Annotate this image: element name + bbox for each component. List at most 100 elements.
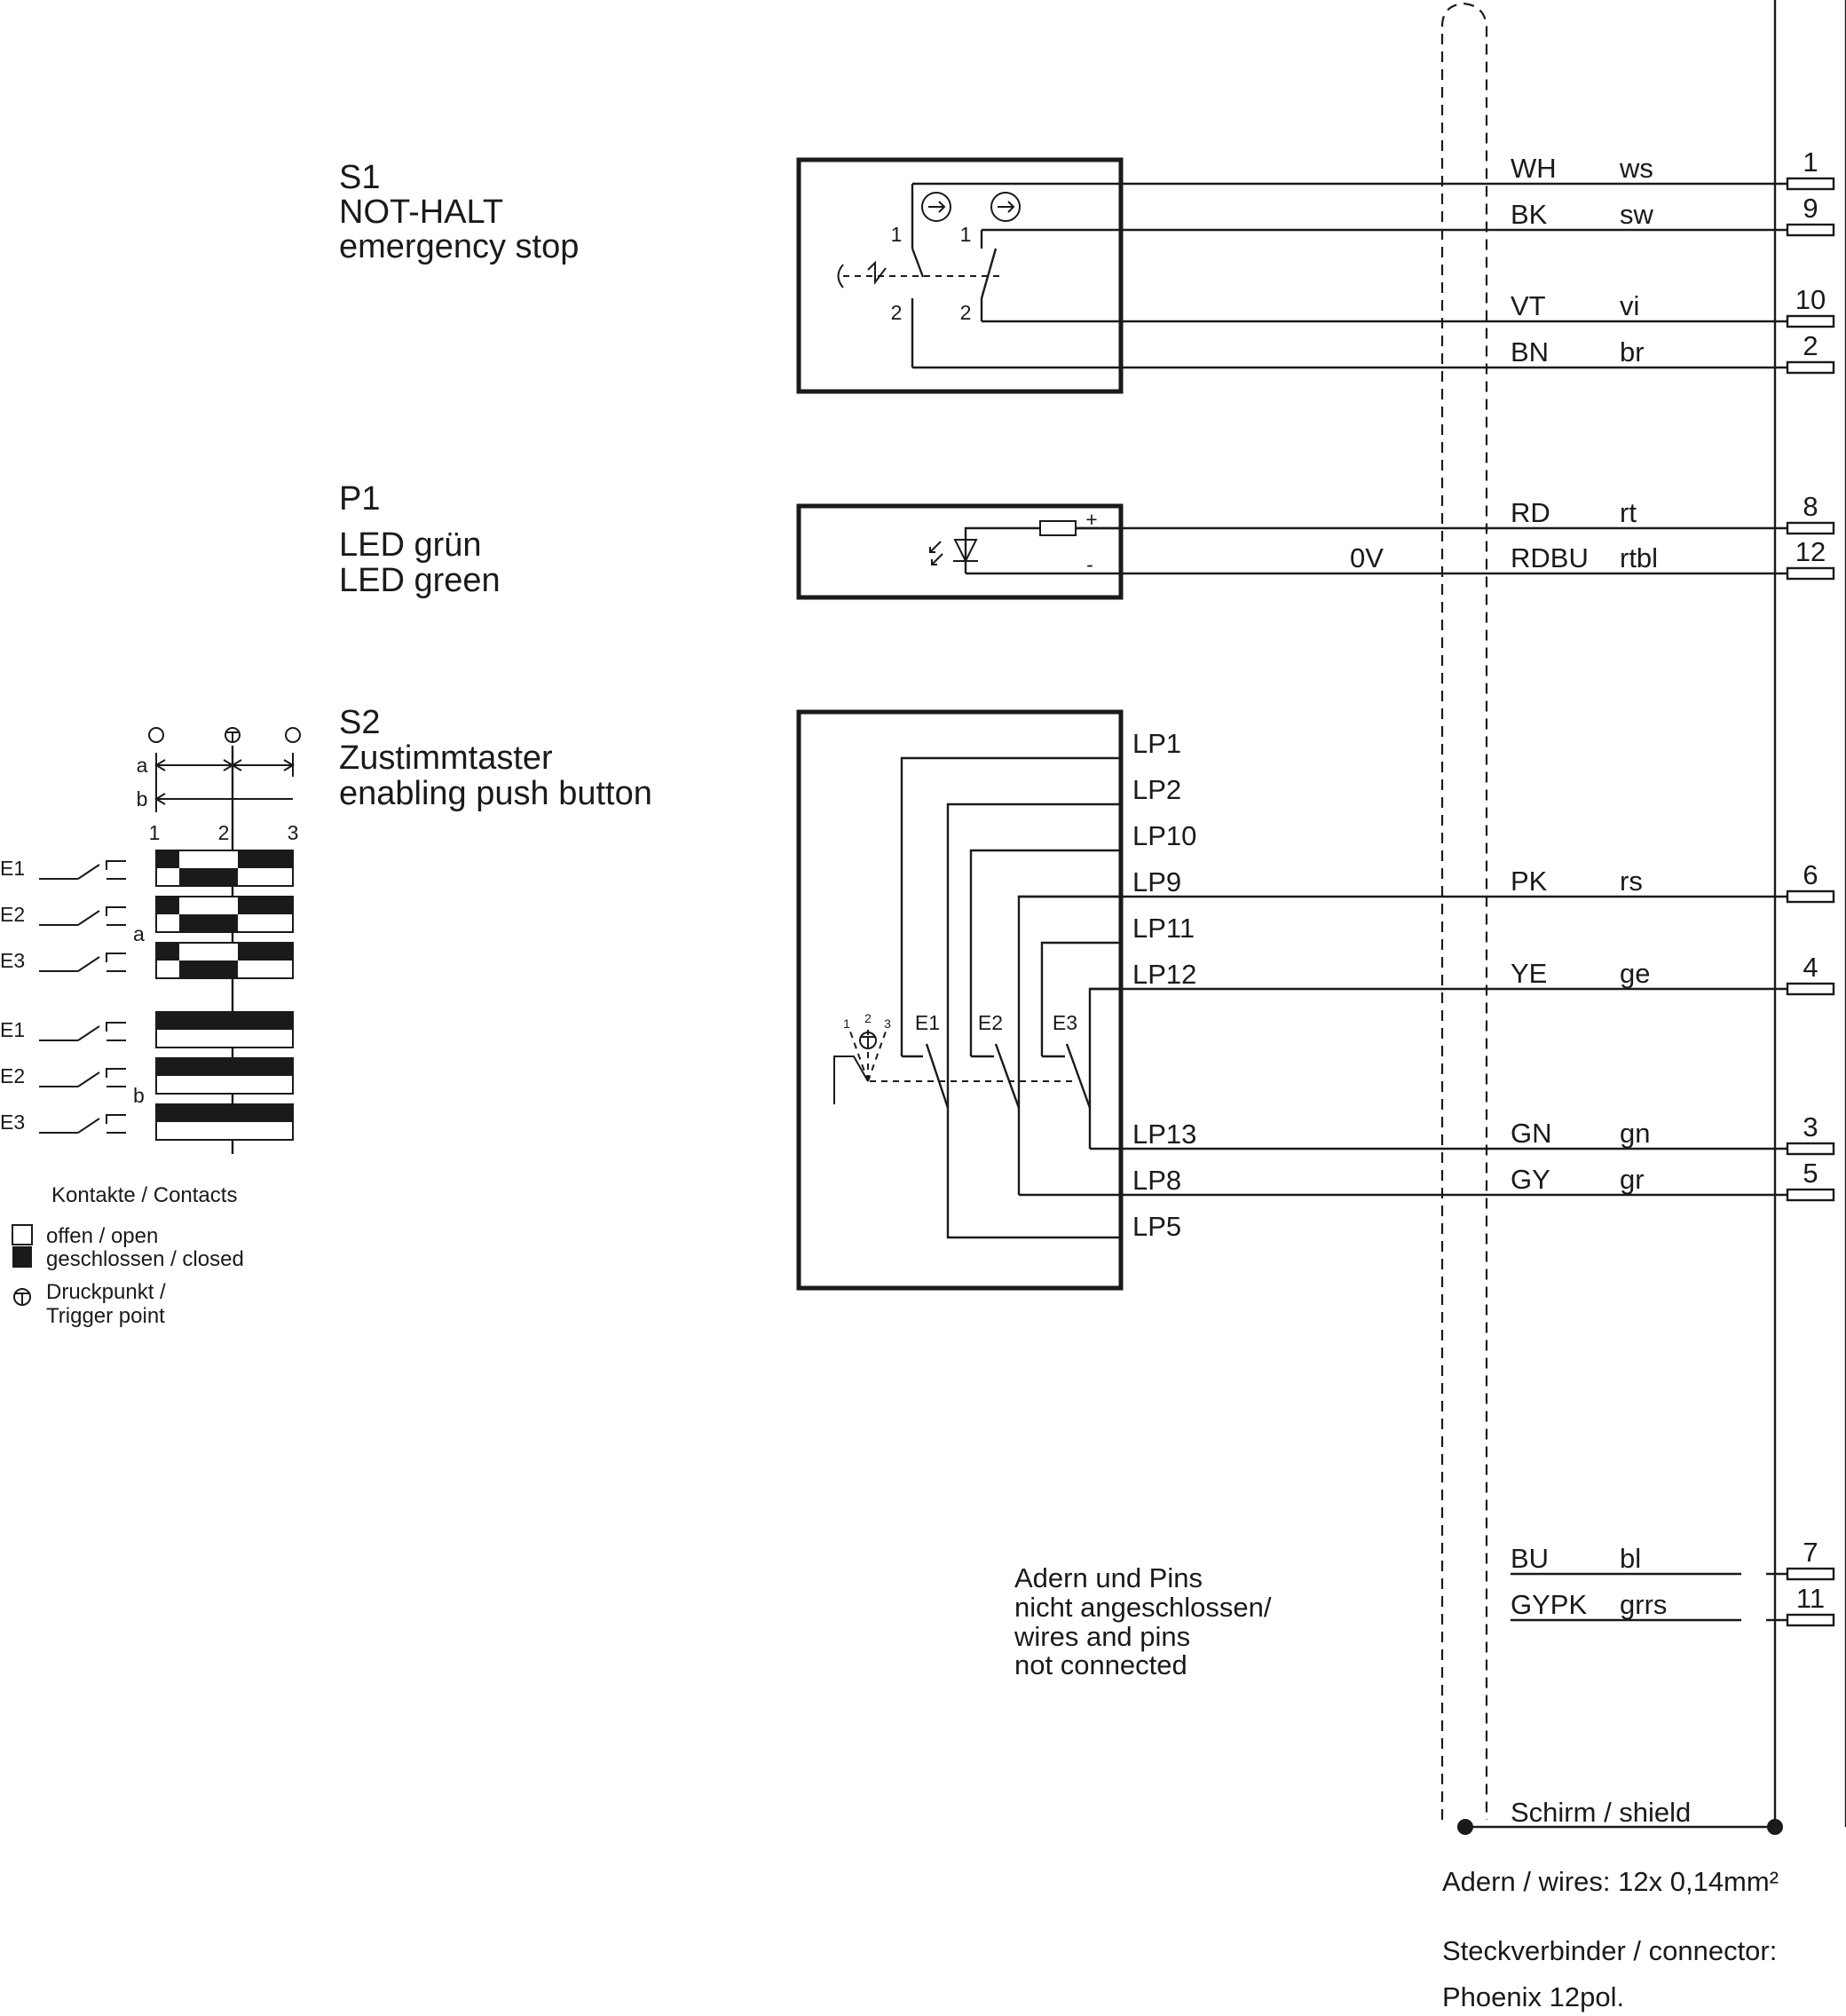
svg-text:S2: S2 [339,704,380,741]
connector-bar [1773,0,1846,1827]
lp-label: LP1 [1132,728,1181,759]
cable-shield [1440,2,1783,1835]
p1-title: P1 LED grün LED green [339,480,501,599]
svg-text:2: 2 [960,301,972,324]
row-label: E2 [0,1064,25,1087]
wire-de: bl [1620,1543,1641,1574]
svg-text:Zustimmtaster: Zustimmtaster [339,739,553,777]
row-label: E3 [0,949,25,972]
wire-code: RDBU [1511,542,1589,573]
s1-box: 1 1 2 2 [796,157,1124,394]
wire-code: BK [1511,199,1548,230]
group-label: b [133,1084,145,1107]
wire-code: GYPK [1511,1589,1587,1620]
wires-spec: Adern / wires: 12x 0,14mm² [1442,1866,1779,1897]
svg-text:LED grün: LED grün [339,526,482,564]
lp-label: LP5 [1132,1211,1181,1242]
pin-number: 9 [1803,193,1818,224]
wire-code: WH [1511,153,1557,184]
wire-code: BN [1511,336,1549,368]
wire-de: br [1620,336,1645,368]
svg-text:not connected: not connected [1014,1649,1187,1680]
pin-number: 3 [1803,1111,1818,1142]
wire-de: rtbl [1620,542,1658,573]
wire-code: GY [1511,1164,1550,1195]
wire-code: PK [1511,866,1548,897]
svg-text:2: 2 [218,821,230,844]
p1-box: + - [796,503,1124,600]
wire-de: ws [1619,153,1653,184]
pin-number: 12 [1795,536,1826,567]
pin-number: 6 [1803,859,1818,890]
pin-number: 4 [1803,952,1818,983]
svg-text:LED green: LED green [339,562,501,599]
pin-number: 5 [1803,1158,1818,1189]
s2-title: S2 Zustimmtaster enabling push button [339,704,652,812]
wire-code: RD [1511,497,1550,528]
wire-code: VT [1511,290,1546,321]
svg-text:1: 1 [149,821,161,844]
wire-labels: WH ws 1 BK sw 9 VT vi 10 BN br 2 RD rt 8… [1511,146,1826,1620]
group-label: a [133,922,145,945]
wire-code: GN [1511,1118,1552,1149]
svg-text:emergency stop: emergency stop [339,228,579,265]
pin-number: 2 [1803,330,1818,361]
resistor-icon [1039,520,1077,536]
latch-icon [867,260,887,285]
svg-text:offen / open: offen / open [46,1224,158,1248]
lp-label: LP11 [1132,913,1195,944]
switch-label: E3 [1053,1011,1077,1034]
wire-runs [912,182,1787,1622]
row-label: E1 [0,857,25,880]
closed-swatch [12,1246,32,1268]
svg-text:S1: S1 [339,159,380,196]
svg-text:a: a [137,754,148,777]
connector-pins [1786,177,1835,1627]
trigger-point-icon [13,1288,31,1306]
contact-table: a b 1 2 3 [0,727,301,1207]
wire-de: grrs [1620,1589,1667,1620]
pin-number: 1 [1803,146,1818,178]
wire-de: sw [1620,199,1654,230]
wire-de: rt [1620,497,1637,528]
svg-text:3: 3 [884,1016,891,1031]
row-label: E1 [0,1018,25,1041]
direct-opening-icon [990,192,1021,222]
switch-label: E2 [978,1011,1003,1034]
wire-de: gr [1620,1164,1645,1195]
table-caption: Kontakte / Contacts [51,1183,237,1207]
pin-number: 7 [1803,1537,1818,1568]
legend: offen / open geschlossen / closed Druckp… [12,1224,244,1328]
wire-de: rs [1620,866,1643,897]
lp-label: LP12 [1132,959,1196,990]
svg-text:wires and pins: wires and pins [1014,1621,1190,1652]
push-actuator-icon [833,1055,869,1104]
lp-label: LP9 [1132,866,1181,897]
lp-label: LP13 [1132,1119,1196,1150]
svg-text:enabling push button: enabling push button [339,775,652,812]
wire-de: ge [1620,958,1650,989]
svg-text:2: 2 [864,1011,872,1025]
direct-opening-icon [921,192,951,222]
wire-code: BU [1511,1543,1549,1574]
contact-symbols [39,860,126,1134]
wire-code: YE [1511,958,1547,989]
zero-volt-label: 0V [1350,542,1384,573]
svg-text:2: 2 [891,301,903,324]
row-label: E2 [0,903,25,926]
trigger-point-icon [859,1032,877,1049]
wire-de: vi [1620,290,1639,321]
pin-number: 8 [1803,491,1818,522]
not-connected-note: Adern und Pins nicht angeschlossen/ wire… [1014,1562,1272,1680]
svg-text:1: 1 [960,223,972,246]
s1-title: S1 NOT-HALT emergency stop [339,159,579,265]
svg-text:NOT-HALT: NOT-HALT [339,194,503,231]
wire-de: gn [1620,1118,1650,1149]
open-swatch [12,1224,33,1245]
switch-label: E1 [915,1011,940,1034]
pin-number: 11 [1796,1583,1825,1614]
svg-text:-: - [1086,553,1093,576]
svg-text:Trigger point: Trigger point [46,1304,165,1328]
svg-text:3: 3 [288,821,299,844]
svg-text:P1: P1 [339,480,380,518]
